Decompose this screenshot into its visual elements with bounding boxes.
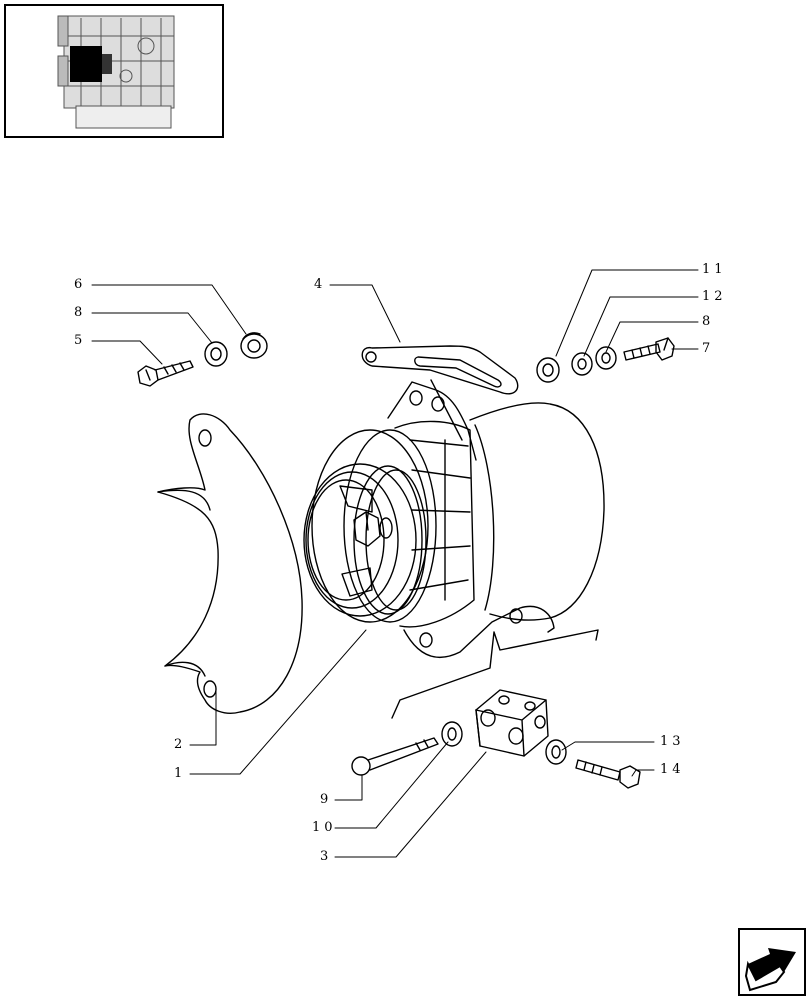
terminal-block-part-3 — [475, 689, 549, 757]
callout-9: 9 — [320, 792, 333, 807]
bracket-part-4 — [361, 345, 519, 441]
engine-location-thumbnail — [4, 4, 224, 138]
callout-3: 3 — [320, 849, 333, 864]
next-page-arrow-icon — [744, 948, 796, 992]
callout-6: 6 — [74, 277, 87, 292]
callout-5: 5 — [74, 333, 87, 348]
callout-7: 7 — [702, 341, 715, 356]
callout-1: 1 — [174, 766, 187, 781]
bolt-part-5 — [137, 360, 194, 387]
callout-4: 4 — [314, 277, 327, 292]
washer-part-8-left — [204, 341, 228, 367]
alternator-part-1 — [303, 381, 605, 719]
next-page-button[interactable] — [738, 928, 806, 996]
callout-13: 13 — [660, 734, 685, 749]
callout-10: 10 — [312, 820, 337, 835]
callout-11: 11 — [702, 262, 727, 277]
washer-part-8-right — [595, 346, 617, 370]
washer-part-12 — [571, 352, 593, 376]
pulley-guard-part-2 — [157, 413, 303, 714]
bolt-part-14 — [575, 759, 641, 789]
spacer-part-6 — [240, 332, 268, 359]
callout-8-right: 8 — [702, 314, 715, 329]
highlight-marker — [70, 46, 102, 82]
engine-thumbnail-icon — [57, 15, 175, 129]
callout-14: 14 — [660, 762, 685, 777]
washer-part-10 — [441, 721, 463, 747]
callout-8: 8 — [74, 305, 87, 320]
leader-lines — [91, 269, 699, 858]
callout-12: 12 — [702, 289, 727, 304]
spacer-part-11 — [536, 357, 560, 383]
callout-2: 2 — [174, 737, 187, 752]
washer-part-13 — [545, 739, 567, 765]
bolt-part-7 — [623, 337, 675, 361]
bolt-part-9 — [351, 737, 439, 776]
